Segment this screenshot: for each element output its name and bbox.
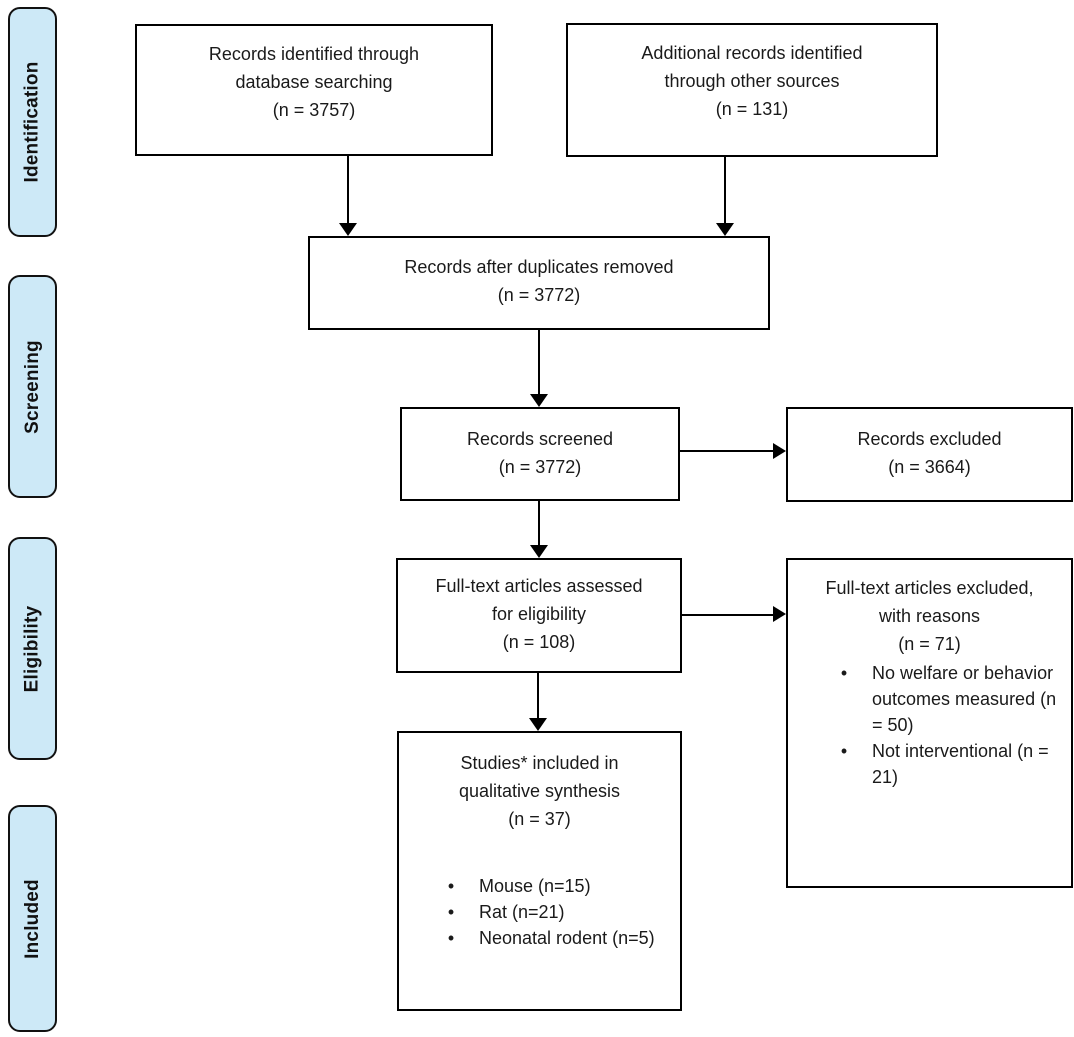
arrow-down-icon [716,223,734,236]
box-line: Full-text articles excluded, [825,578,1034,598]
list-item: • Not interventional (n = 21) [816,738,1061,790]
arrow-down-icon [530,394,548,407]
arrow-additional-to-duplicates-line [724,157,726,224]
box-line: Full-text articles assessed [435,576,643,596]
bullet-icon: • [447,876,455,896]
box-line: Records excluded [857,429,1002,449]
stage-label-identification: Identification [8,7,57,237]
stage-label-included-text: Included [21,878,43,959]
box-line: Studies* included in [460,753,619,773]
stage-label-eligibility-text: Eligibility [21,605,43,692]
box-line: (n = 71) [898,634,961,654]
stage-label-included: Included [8,805,57,1032]
box-line: (n = 131) [715,99,789,119]
arrow-identified-to-duplicates-line [347,156,349,224]
arrow-screened-to-fulltext-line [538,501,540,546]
box-line: (n = 108) [502,632,576,652]
exclusion-reason-text: No welfare or behavior outcomes measured… [872,663,1057,735]
exclusion-reason-text: Not interventional (n = 21) [872,741,1049,787]
box-line: Records after duplicates removed [404,257,674,277]
box-line: (n = 3757) [272,100,356,120]
box-records-screened: Records screened (n = 3772) [400,407,680,501]
species-text: Mouse (n=15) [479,876,591,896]
box-additional-records: Additional records identified through ot… [566,23,938,157]
box-line: Records screened [466,429,614,449]
box-line: (n = 3772) [498,457,582,477]
arrow-screened-to-excluded-line [680,450,774,452]
box-line: with reasons [878,606,981,626]
species-text: Rat (n=21) [479,902,565,922]
box-line: qualitative synthesis [458,781,621,801]
box-duplicates-removed: Records after duplicates removed (n = 37… [308,236,770,330]
box-line: through other sources [664,71,840,91]
box-records-excluded: Records excluded (n = 3664) [786,407,1073,502]
box-fulltext-excluded: Full-text articles excluded, with reason… [786,558,1073,888]
box-line: (n = 37) [508,809,571,829]
stage-label-identification-text: Identification [21,61,43,183]
arrow-fulltext-to-ftexcluded-line [682,614,774,616]
arrow-down-icon [530,545,548,558]
bullet-icon: • [447,902,455,922]
bullet-icon: • [447,928,455,948]
arrow-duplicates-to-screened-line [538,330,540,395]
list-item: • Neonatal rodent (n=5) [423,925,666,951]
box-line: database searching [235,72,393,92]
bullet-icon: • [840,741,848,761]
box-fulltext-assessed: Full-text articles assessed for eligibil… [396,558,682,673]
arrow-down-icon [529,718,547,731]
box-studies-included: Studies* included in qualitative synthes… [397,731,682,1011]
box-line: for eligibility [491,604,587,624]
stage-label-screening-text: Screening [21,339,43,434]
box-line: (n = 3772) [497,285,581,305]
box-line: (n = 3664) [888,457,971,477]
species-text: Neonatal rodent (n=5) [479,928,655,948]
arrow-right-icon [773,606,786,622]
stage-label-screening: Screening [8,275,57,498]
exclusion-reason-list: • No welfare or behavior outcomes measur… [788,660,1071,790]
stage-label-eligibility: Eligibility [8,537,57,760]
bullet-icon: • [840,663,848,683]
arrow-down-icon [339,223,357,236]
box-records-identified: Records identified through database sear… [135,24,493,156]
box-line: Additional records identified [641,43,863,63]
arrow-fulltext-to-studies-line [537,673,539,719]
box-line: Records identified through [208,44,420,64]
list-item: • Rat (n=21) [423,899,666,925]
arrow-right-icon [773,443,786,459]
list-item: • No welfare or behavior outcomes measur… [816,660,1061,738]
species-list: • Mouse (n=15) • Rat (n=21) • Neonatal r… [399,873,680,951]
list-item: • Mouse (n=15) [423,873,666,899]
